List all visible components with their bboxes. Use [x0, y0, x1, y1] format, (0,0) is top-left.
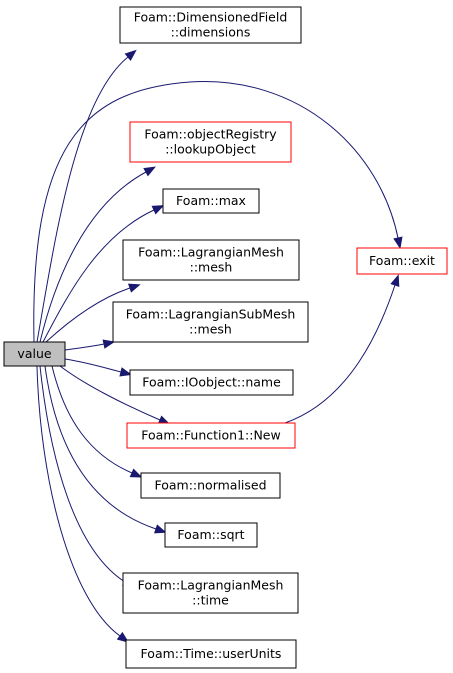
edge-value-to-lagrangianSubMesh-mesh	[64, 339, 116, 351]
node-label: ::lookupObject	[165, 142, 256, 157]
node-label: ::time	[192, 593, 229, 608]
node-label: Foam::sqrt	[177, 527, 244, 542]
edge-arrowhead	[151, 205, 165, 215]
node-label: Foam::DimensionedField	[134, 10, 288, 25]
edge-value-to-lookupObject	[39, 166, 156, 343]
edge-value-to-sqrt	[44, 365, 167, 534]
node-name[interactable]: Foam::IOobject::name	[129, 369, 294, 396]
node-value[interactable]: value	[3, 341, 66, 367]
node-sqrt[interactable]: Foam::sqrt	[164, 522, 258, 548]
edge-arrowhead	[390, 274, 400, 287]
node-label: Foam::normalised	[154, 478, 266, 493]
node-label: Foam::IOobject::name	[142, 375, 281, 390]
node-exit[interactable]: Foam::exit	[356, 247, 448, 275]
node-label: Foam::objectRegistry	[144, 127, 277, 142]
node-label: Foam::LagrangianMesh	[138, 578, 284, 593]
edge-arrowhead	[153, 524, 167, 534]
edge-arrowhead	[129, 468, 143, 478]
node-new[interactable]: Foam::Function1::New	[126, 422, 296, 449]
node-box	[126, 422, 296, 449]
node-box	[164, 522, 258, 548]
edge-value-to-userUnits	[36, 365, 130, 643]
node-box	[162, 188, 260, 214]
edge-arrowhead	[124, 49, 137, 61]
node-lagrangianMesh-mesh[interactable]: Foam::LagrangianMesh::mesh	[122, 239, 300, 281]
node-box	[122, 572, 299, 614]
node-time[interactable]: Foam::LagrangianMesh::time	[122, 572, 299, 614]
node-label: Foam::max	[176, 193, 246, 208]
edge-value-to-name	[64, 358, 132, 377]
node-normalised[interactable]: Foam::normalised	[140, 472, 281, 499]
node-max[interactable]: Foam::max	[162, 188, 260, 214]
node-label: Foam::LagrangianMesh	[138, 245, 284, 260]
edge-arrowhead	[143, 166, 156, 177]
node-dimensions[interactable]: Foam::DimensionedField::dimensions	[119, 6, 302, 44]
edge-arrowhead	[127, 283, 141, 293]
node-label: Foam::exit	[369, 253, 435, 268]
node-box	[356, 247, 448, 275]
edge-arrowhead	[116, 631, 130, 643]
node-box	[122, 239, 300, 281]
node-box	[140, 472, 281, 499]
node-box	[125, 639, 297, 669]
nodes-layer: valueFoam::DimensionedField::dimensionsF…	[3, 6, 448, 669]
node-lagrangianSubMesh-mesh[interactable]: Foam::LagrangianSubMesh::mesh	[112, 301, 309, 343]
node-box	[129, 121, 292, 163]
node-box	[3, 341, 66, 367]
edge-arrowhead	[102, 339, 116, 349]
node-label: Foam::Function1::New	[141, 428, 280, 443]
node-box	[129, 369, 294, 396]
edge-value-to-exit	[33, 81, 403, 343]
edge-value-to-lagrangianMesh-mesh	[45, 283, 141, 343]
node-label: value	[17, 346, 51, 361]
edge-arrowhead	[393, 236, 403, 250]
node-label: ::mesh	[190, 260, 233, 275]
node-label: ::mesh	[189, 322, 232, 337]
edge-value-to-max	[42, 205, 165, 343]
edge-value-to-time	[39, 365, 135, 589]
edge-value-to-normalised	[51, 365, 143, 478]
edge-arrowhead	[119, 367, 132, 377]
node-label: ::dimensions	[171, 25, 251, 40]
node-lookupObject[interactable]: Foam::objectRegistry::lookupObject	[129, 121, 292, 163]
node-box	[112, 301, 309, 343]
node-label: Foam::LagrangianSubMesh	[126, 307, 296, 322]
node-label: Foam::Time::userUnits	[141, 646, 282, 661]
node-box	[119, 6, 302, 44]
node-userUnits[interactable]: Foam::Time::userUnits	[125, 639, 297, 669]
edges-layer	[33, 49, 403, 643]
edge-new-to-exit	[284, 274, 400, 424]
edge-value-to-dimensions	[36, 49, 137, 343]
